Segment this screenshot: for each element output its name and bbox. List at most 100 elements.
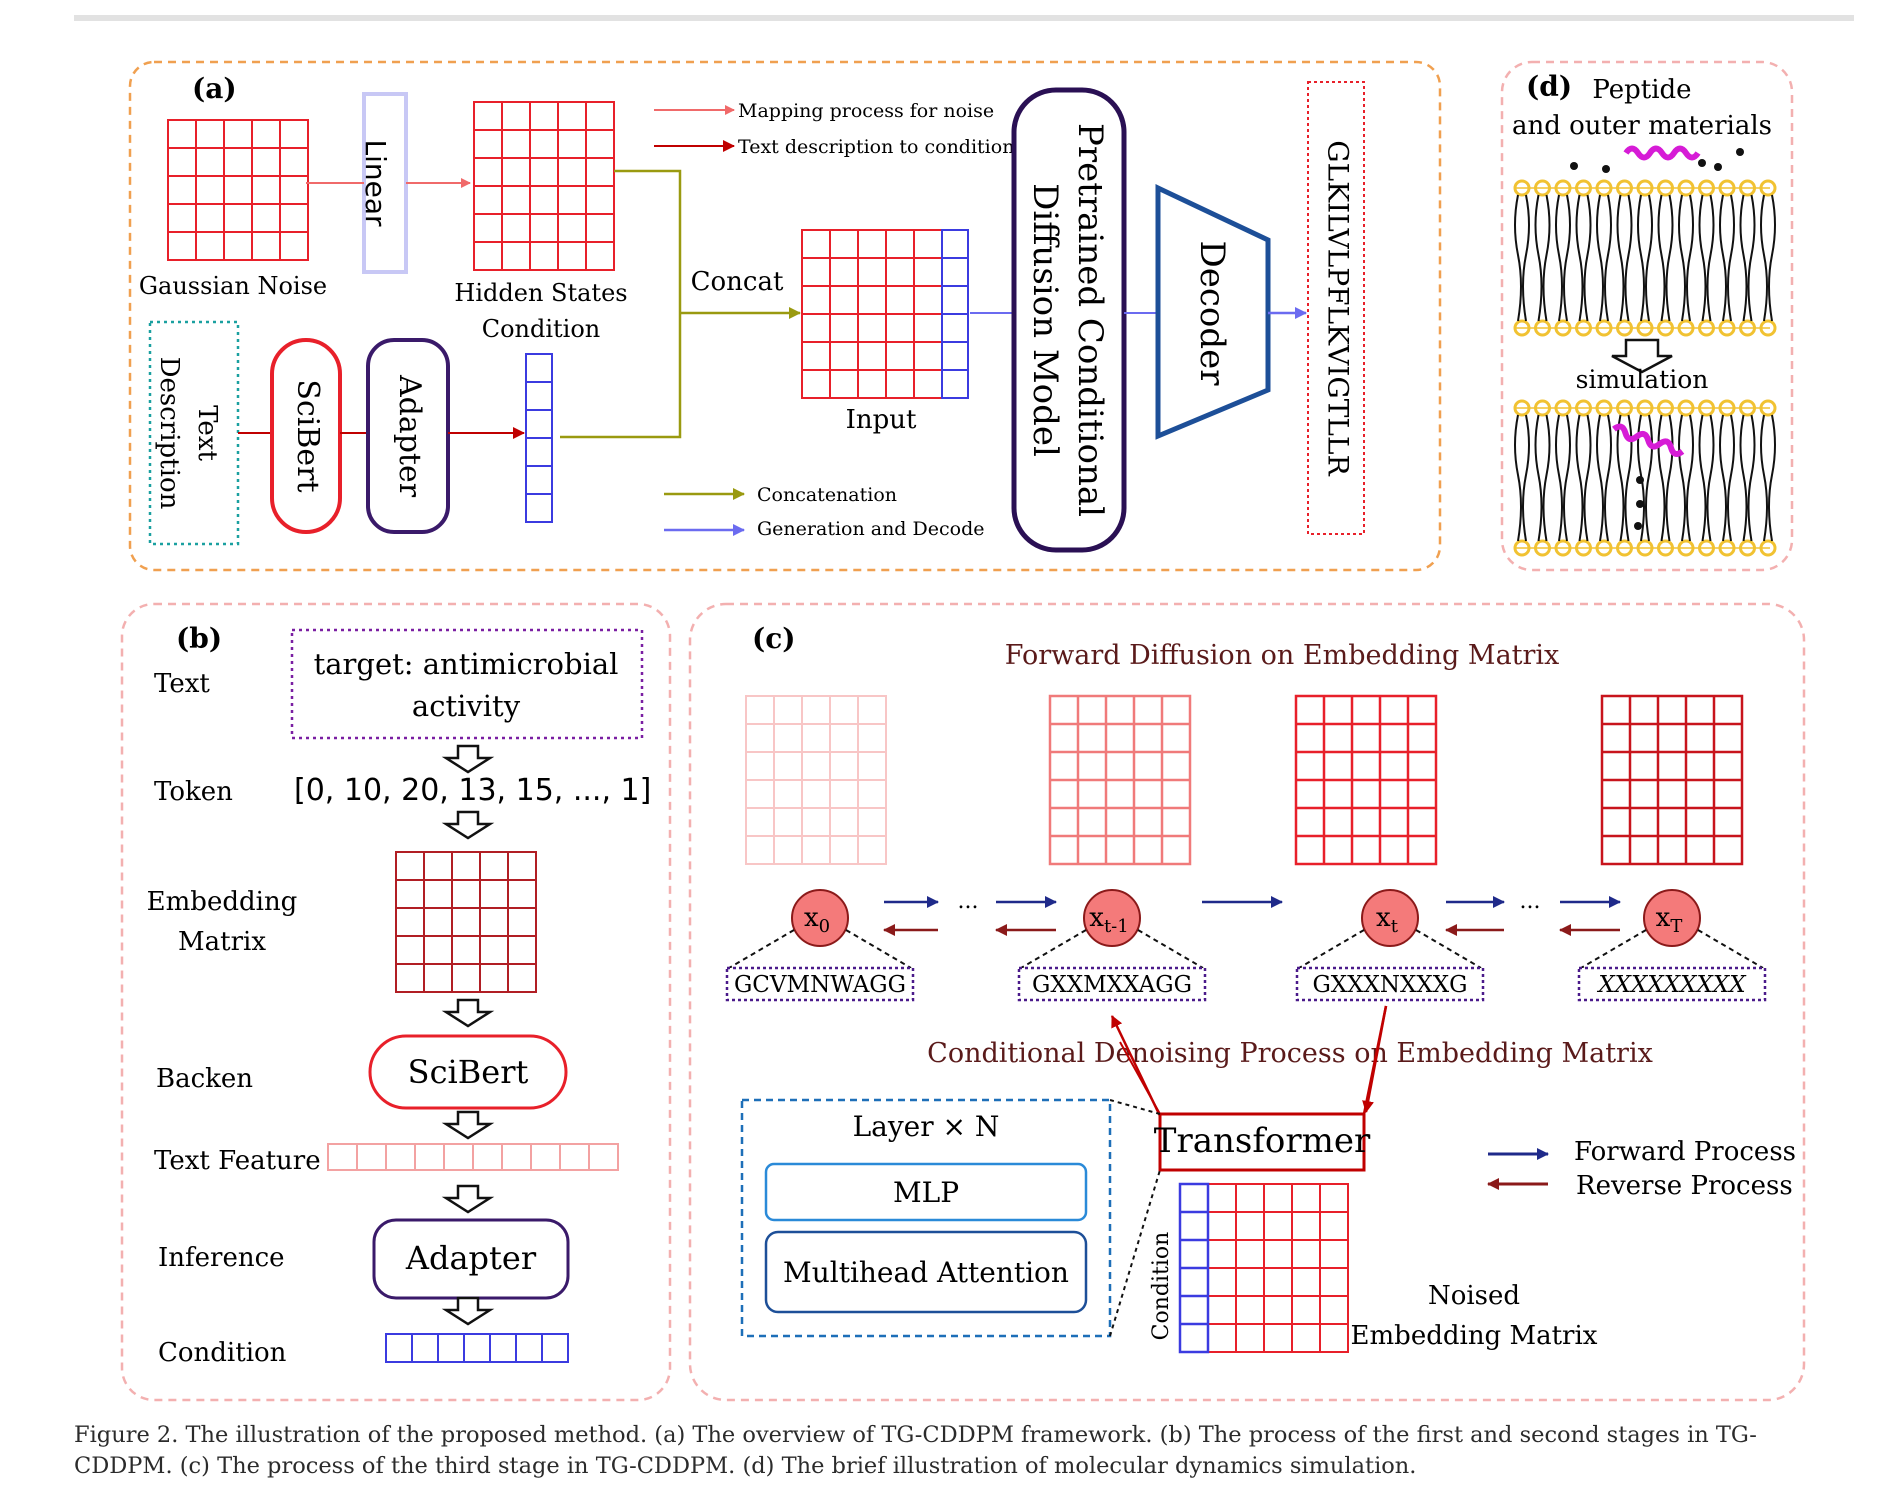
panel-d-label: (d) (1526, 70, 1572, 103)
lipid-tail (1637, 194, 1645, 322)
lipid-tail (1739, 194, 1748, 322)
lipid-tail (1768, 194, 1776, 322)
scibert-box-a (270, 338, 342, 534)
simulation-label: simulation (1576, 365, 1709, 394)
input-label: Input (846, 405, 917, 435)
diffusion-matrices (745, 694, 1744, 866)
hidden-states-grid (473, 101, 615, 271)
zoom-line (845, 929, 912, 969)
down-arrows (441, 744, 495, 1326)
lipid-tail (1747, 194, 1756, 322)
attention-label: Multihead Attention (783, 1256, 1069, 1289)
output-sequence-box (1307, 81, 1365, 535)
model-label-line2: Diffusion Model (1025, 183, 1065, 457)
lipid-tail (1719, 414, 1727, 542)
panel-b-border (120, 602, 672, 1402)
lipid-tail (1698, 194, 1707, 322)
lipid-tail (1514, 194, 1522, 322)
sequence-text: XXXXXXXXX (1596, 972, 1747, 998)
mlp-label: MLP (893, 1176, 959, 1209)
layer-zoom-line-bottom (1109, 1169, 1161, 1337)
node-subscript: t-1 (1104, 916, 1129, 937)
membrane-top (1513, 179, 1777, 337)
row-embedding-label-2: Matrix (178, 927, 266, 957)
condition-to-concat-line (560, 313, 682, 439)
ellipsis: ... (1520, 889, 1541, 914)
figure-caption: Figure 2. The illustration of the propos… (74, 1422, 1757, 1479)
lipid-tail (1686, 414, 1694, 542)
output-sequence: GLKILVLPFLKVIGTLLR (1322, 140, 1355, 476)
lipid-tail (1747, 414, 1756, 542)
node-x-t-1 (1083, 889, 1141, 947)
sequence-box (725, 966, 915, 1002)
transformer-box (1158, 1112, 1366, 1172)
node-x-T (1643, 889, 1701, 947)
panel-d-border (1500, 60, 1794, 572)
down-arrow-icon (441, 744, 495, 774)
lipid-tail (1686, 194, 1694, 322)
token-list: [0, 10, 20, 13, 15, ..., 1] (294, 773, 651, 808)
decoder-label: Decoder (1192, 240, 1232, 386)
node-subscript: 0 (819, 916, 830, 937)
lipid-tail (1604, 414, 1612, 542)
lipid-tail (1563, 194, 1571, 322)
lipid-tail (1678, 414, 1686, 542)
noised-condition-column (1178, 1182, 1210, 1354)
lipid-tail (1542, 414, 1551, 542)
node-x-t (1361, 889, 1419, 947)
node-x-0 (791, 889, 849, 947)
legend-forward-label: Forward Process (1574, 1137, 1796, 1167)
gaussian-noise-label: Gaussian Noise (139, 272, 327, 300)
input-grid (801, 229, 943, 399)
grid-frame (167, 119, 309, 261)
lipid-tail (1706, 194, 1715, 322)
denoising-title: Conditional Denoising Process on Embeddi… (927, 1038, 1653, 1069)
legend-reverse-label: Reverse Process (1576, 1171, 1793, 1201)
grid-frame (385, 1333, 569, 1363)
lipid-tail (1575, 194, 1584, 322)
sequence-text: GXXXNXXXG (1312, 972, 1467, 998)
text-feature-vector (327, 1143, 619, 1171)
noised-label-1: Noised (1428, 1281, 1520, 1311)
lipid-tail (1665, 194, 1674, 322)
lipid-tail (1575, 414, 1584, 542)
lipid-tail (1514, 414, 1522, 542)
row-inference-label: Inference (158, 1243, 285, 1273)
lipid-tail (1534, 194, 1543, 322)
condition-vector-a (525, 353, 553, 523)
adapter-label-b: Adapter (405, 1239, 537, 1277)
lipid-tail (1583, 414, 1592, 542)
node-subscript: T (1670, 916, 1682, 937)
top-rule (74, 15, 1854, 21)
sequence-box (1577, 966, 1767, 1002)
lipid-tail (1719, 194, 1727, 322)
sequence-text: GXXMXXAGG (1032, 972, 1192, 998)
lipid-tail (1534, 414, 1543, 542)
panel-d-title-2: and outer materials (1512, 111, 1772, 141)
scibert-box-b (368, 1034, 568, 1110)
diffusion-matrix (1600, 694, 1744, 866)
diffusion-matrix (745, 695, 887, 865)
panel-d-title-1: Peptide (1592, 75, 1691, 105)
lipid-tail (1760, 414, 1768, 542)
layer-block (740, 1098, 1112, 1338)
down-arrow-icon (441, 810, 495, 840)
lipid-tail (1624, 194, 1633, 322)
lipid-tail (1768, 414, 1776, 542)
diffusion-nodes: x0GCVMNWAGGxt-1GXXMXXAGGxtGXXXNXXXGxTXXX… (725, 889, 1767, 1002)
lipid-tail (1522, 194, 1530, 322)
panel-a-border (128, 60, 1442, 572)
ion-dot (1714, 163, 1722, 171)
lipid-tail (1616, 414, 1625, 542)
diffusion-arrows: ...... (883, 889, 1621, 936)
panel-d: (d) Peptide and outer materials simulati… (1500, 60, 1794, 572)
attention-box (764, 1230, 1088, 1314)
layer-zoom-line-top (1109, 1099, 1161, 1115)
membrane-bottom (1513, 399, 1777, 557)
sequence-box (1017, 966, 1207, 1002)
down-arrow-icon (441, 1184, 495, 1214)
xt-to-transformer-arrow (1362, 1005, 1388, 1113)
sequence-box (1295, 966, 1485, 1002)
zoom-line (1298, 929, 1365, 969)
embedding-matrix-b (395, 851, 537, 993)
